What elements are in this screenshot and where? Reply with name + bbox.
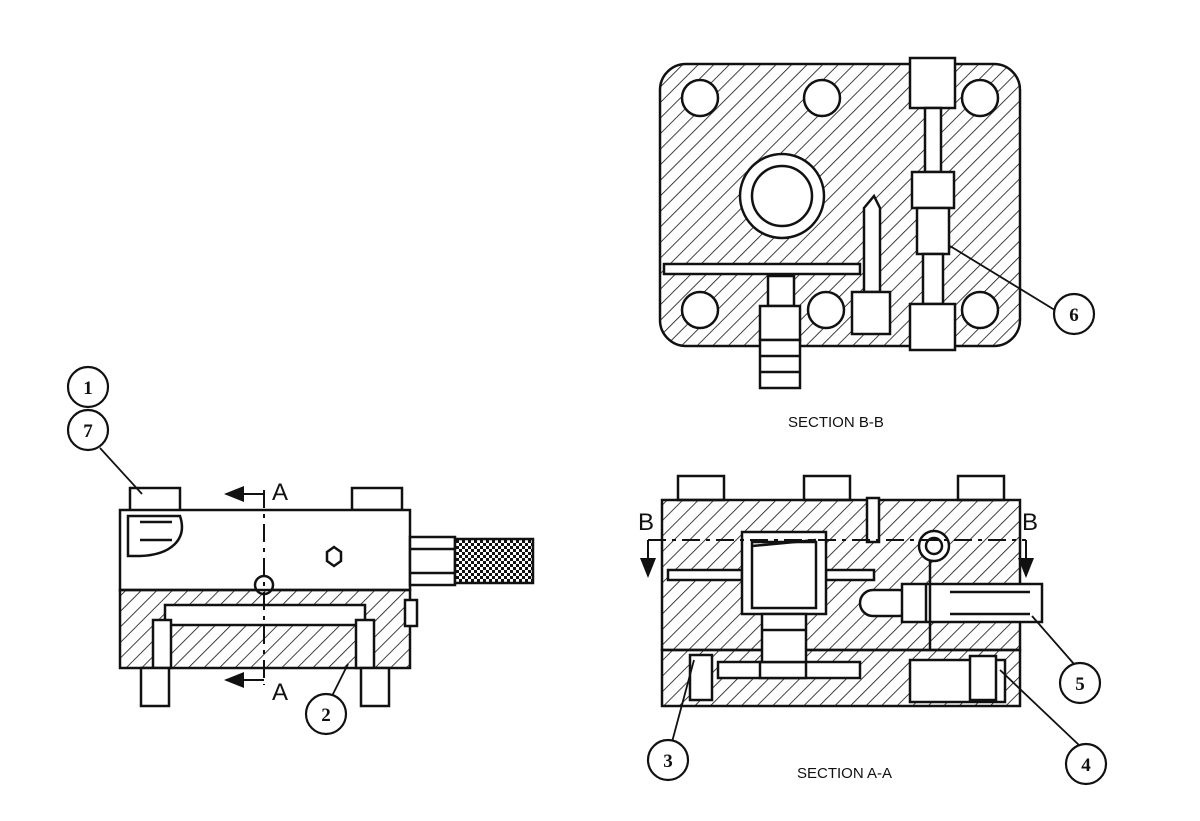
callout-3: 3 <box>646 738 690 782</box>
bottom-fitting <box>758 338 802 390</box>
callout-5: 5 <box>1058 661 1102 705</box>
callout-1: 1 <box>66 365 110 409</box>
callout-2: 2 <box>304 692 348 736</box>
section-bb-view <box>658 56 1022 390</box>
foot-right <box>359 666 391 708</box>
side-view <box>118 486 535 708</box>
adjuster-shaft <box>408 535 457 587</box>
port-plug <box>350 486 404 512</box>
horizontal-valve <box>900 582 1044 624</box>
foot-left <box>139 666 171 708</box>
knurled-knob <box>453 537 535 585</box>
section-mark-b-left: B <box>638 509 654 536</box>
callout-4-label: 4 <box>1081 755 1091 776</box>
callout-5-label: 5 <box>1075 674 1085 695</box>
callout-6: 6 <box>1052 292 1096 336</box>
section-aa-view <box>660 474 1044 708</box>
caption-section-bb: SECTION B-B <box>788 414 884 431</box>
callout-2-label: 2 <box>321 705 331 726</box>
check-valve-cartridge <box>915 206 951 256</box>
section-mark-a-top: A <box>272 479 288 506</box>
section-mark-a-bottom: A <box>272 679 288 706</box>
hex-plug <box>325 545 343 568</box>
callout-7: 7 <box>66 408 110 452</box>
callout-1-label: 1 <box>83 378 93 399</box>
callout-7-label: 7 <box>83 421 93 442</box>
callout-3-label: 3 <box>663 751 673 772</box>
callout-6-label: 6 <box>1069 305 1079 326</box>
leader-lines <box>99 245 1081 747</box>
section-mark-b-right: B <box>1022 509 1038 536</box>
callout-4: 4 <box>1064 742 1108 786</box>
plunger-guide <box>850 290 892 336</box>
caption-section-aa: SECTION A-A <box>797 765 892 782</box>
